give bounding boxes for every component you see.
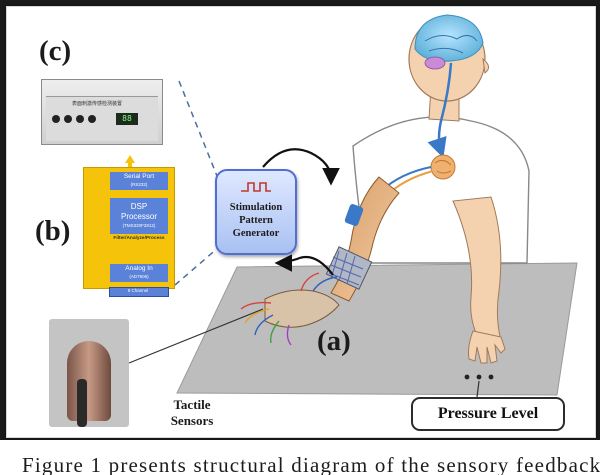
- sensor-dots-icon: [464, 374, 494, 380]
- device-panel-text: 表面刺激传感检测装置: [72, 101, 123, 107]
- chip-label: (TMS320F2812): [122, 223, 156, 228]
- serial-port-label: Serial Port: [123, 173, 155, 180]
- stimulator-device: 表面刺激传感检测装置 88: [41, 79, 163, 145]
- processor-label: Processor: [120, 212, 157, 221]
- electrode-array: [325, 246, 373, 290]
- label-b: (b): [35, 215, 71, 247]
- analog-in-sub: (AD7606): [129, 274, 149, 279]
- figure-panel: 表面刺激传感检测装置 88 Serial Port (RS232) DSP Pr…: [6, 6, 596, 438]
- serial-port-sub: (RS232): [130, 182, 148, 187]
- tactile-sensor-photo: [49, 319, 129, 427]
- stimulation-pattern-generator: Stimulation Pattern Generator: [215, 169, 297, 255]
- tactile-pointer-line: [128, 308, 264, 364]
- channel-count-label: 8 Channel: [127, 288, 149, 293]
- square-wave-icon: [241, 182, 271, 192]
- dashed-link-top: [178, 80, 220, 182]
- nerve-icon: [427, 62, 453, 159]
- dsp-board: Serial Port (RS232) DSP Processor (TMS32…: [83, 167, 175, 289]
- table-surface: [176, 262, 578, 396]
- signal-out-arrow: [262, 148, 340, 186]
- tactile-line-1: Tactile: [173, 397, 211, 412]
- upload-arrow-icon: [125, 155, 135, 163]
- brain-icon: [414, 14, 484, 62]
- label-a: (a): [317, 325, 351, 357]
- spg-line-2: Pattern: [239, 215, 273, 226]
- device-front-panel: 表面刺激传感检测装置 88: [46, 96, 158, 141]
- right-hand: [468, 330, 506, 364]
- signal-in-arrow: [274, 254, 334, 276]
- illustration: [128, 14, 578, 398]
- device-display: 88: [116, 113, 138, 125]
- caption-strip: Figure 1 presents structural diagram of …: [0, 440, 600, 475]
- spg-label: Stimulation Pattern Generator: [217, 201, 295, 240]
- spg-line-1: Stimulation: [229, 202, 283, 213]
- prosthetic-hand: [264, 289, 340, 328]
- analog-in-label: Analog In: [125, 265, 153, 272]
- dashed-link-bottom: [174, 246, 220, 286]
- spg-line-3: Generator: [232, 228, 280, 239]
- pressure-pointer-line: [476, 380, 480, 398]
- analog-in-block: Analog In (AD7606): [110, 264, 168, 282]
- tactile-line-2: Sensors: [170, 413, 214, 428]
- figure-caption: Figure 1 presents structural diagram of …: [22, 453, 600, 475]
- dsp-label: DSP: [130, 202, 148, 211]
- channel-connector: [109, 287, 169, 297]
- tactile-sensors-label: Tactile Sensors: [157, 397, 227, 429]
- pressure-level-box: Pressure Level: [411, 397, 565, 431]
- dsp-processor-block: DSP Processor (TMS320F2812): [110, 198, 168, 234]
- serial-port-block: Serial Port (RS232): [110, 172, 168, 190]
- dsp-functions-label: Filter/Analyze/Process: [113, 236, 165, 241]
- label-c: (c): [39, 35, 72, 67]
